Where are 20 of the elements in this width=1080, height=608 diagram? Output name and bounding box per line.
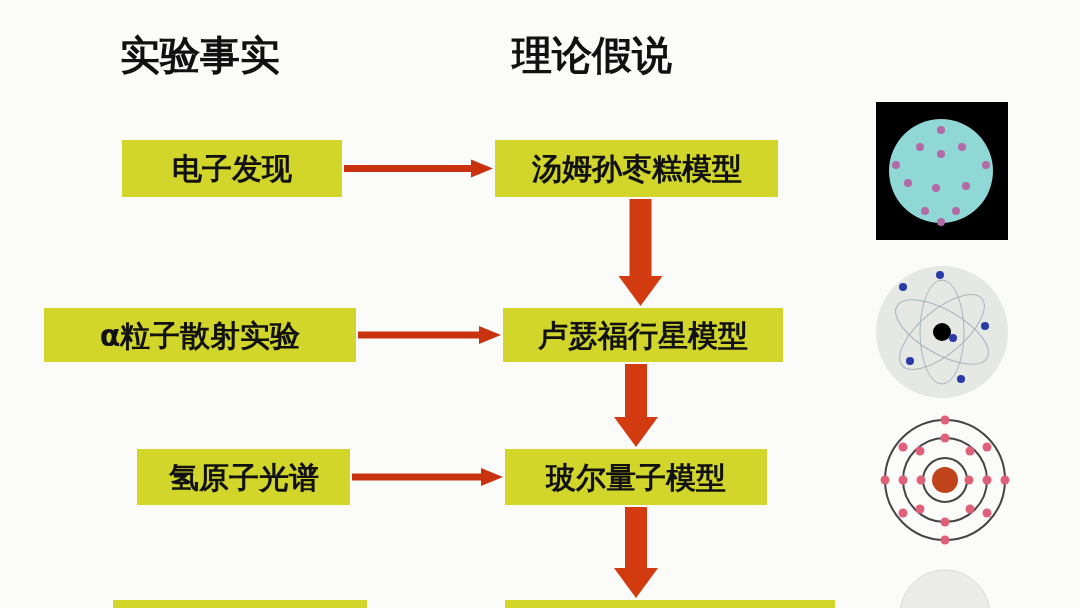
box-label: 玻尔量子模型 bbox=[546, 458, 726, 497]
box-label: α粒子散射实验 bbox=[99, 316, 301, 355]
concept-box bbox=[122, 140, 342, 197]
arrow bbox=[618, 199, 663, 306]
box-label: 电子发现 bbox=[172, 150, 292, 188]
arrow bbox=[358, 326, 501, 344]
box-label: 卢瑟福行星模型 bbox=[538, 316, 748, 355]
arrow bbox=[614, 364, 658, 447]
box-label: 汤姆孙枣糕模型 bbox=[531, 150, 742, 188]
concept-box bbox=[505, 449, 767, 505]
box-label: 氢原子光谱 bbox=[168, 458, 319, 497]
concept-box bbox=[137, 449, 350, 505]
arrow bbox=[344, 159, 493, 178]
arrow bbox=[352, 468, 503, 486]
concept-box bbox=[44, 308, 356, 362]
concept-box bbox=[503, 308, 783, 362]
concept-box bbox=[495, 140, 778, 197]
column-heading: 理论假说 bbox=[512, 31, 672, 80]
column-heading: 实验事实 bbox=[120, 31, 280, 80]
arrow bbox=[614, 507, 658, 598]
